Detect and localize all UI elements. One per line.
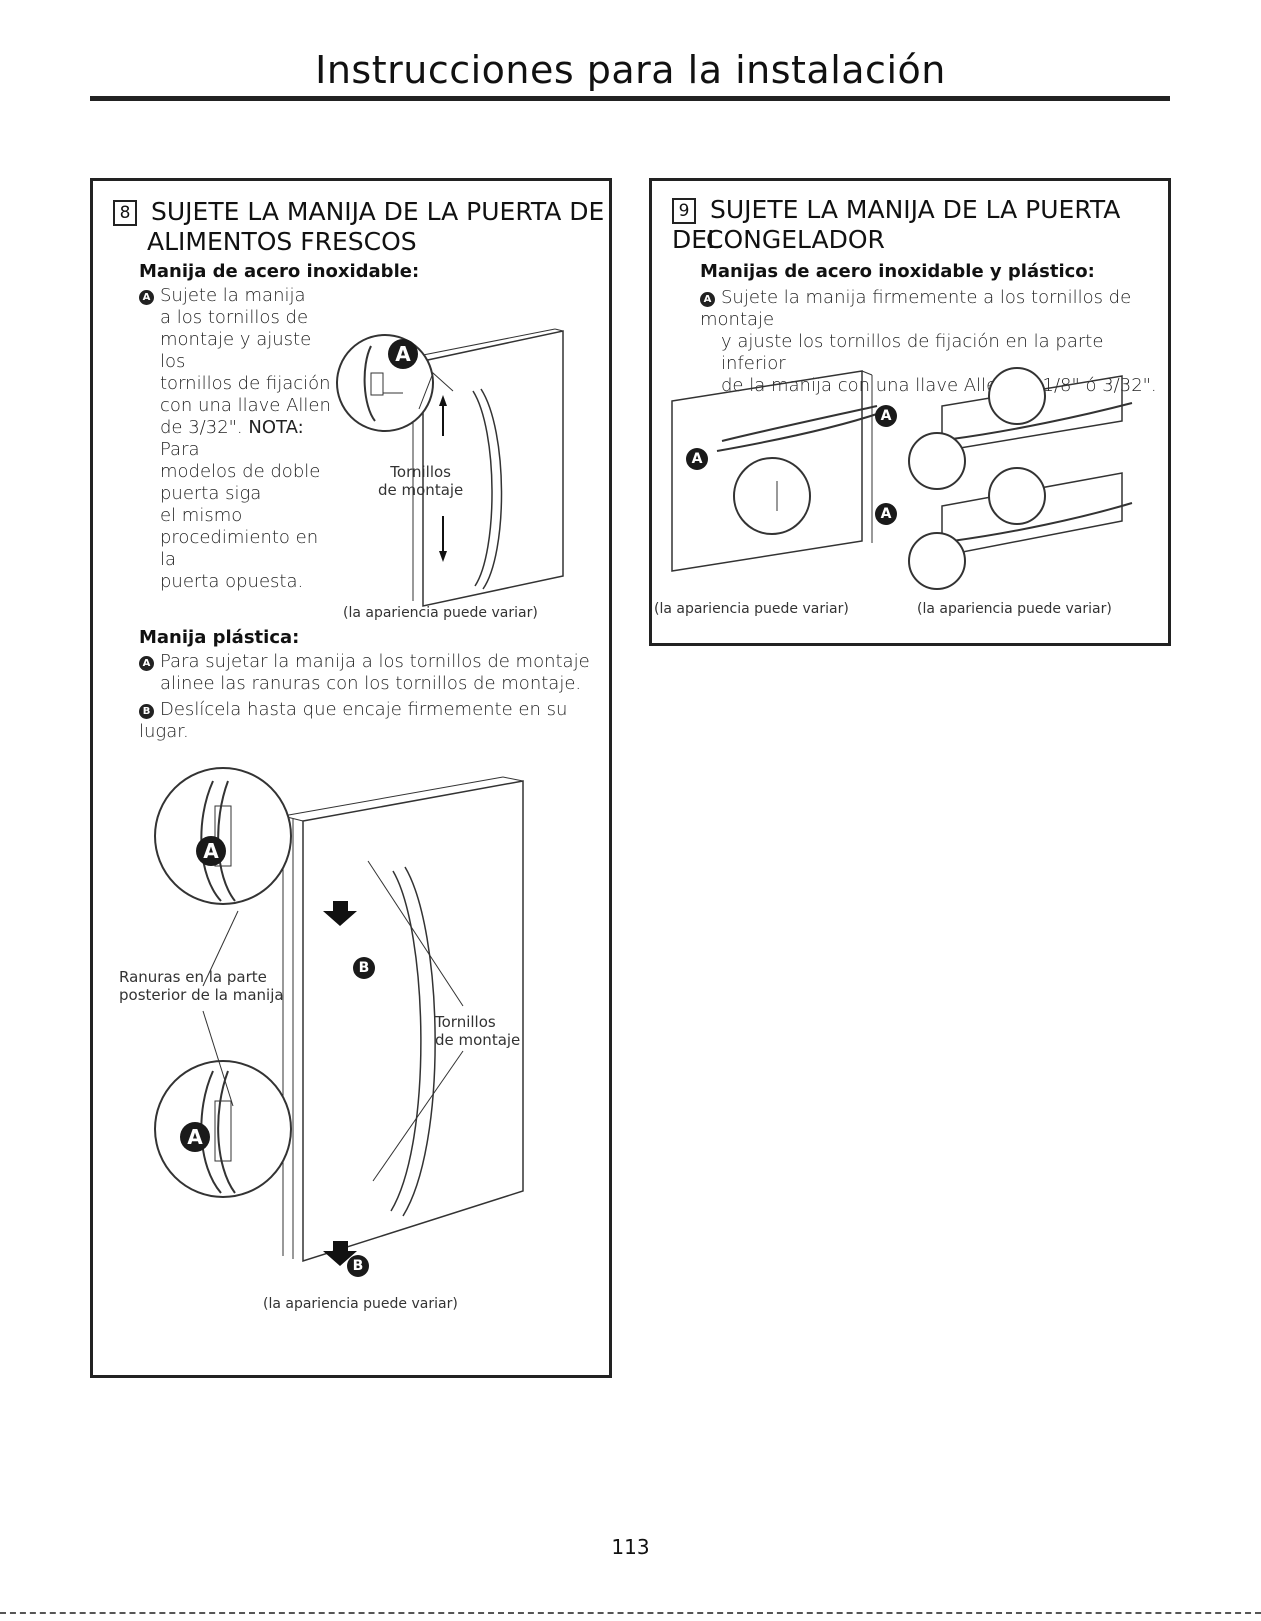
- step-9-subheading: Manijas de acero inoxidable y plástico:: [700, 261, 1095, 282]
- step-9-number: 9: [672, 198, 696, 224]
- step-8-number: 8: [113, 200, 137, 226]
- plastic-heading: Manija plástica:: [139, 627, 300, 648]
- footer-rule: [0, 1612, 1261, 1614]
- step-8-heading-line2: ALIMENTOS FRESCOS: [147, 227, 417, 256]
- figure-caption: (la apariencia puede variar): [263, 1296, 458, 1312]
- figure-caption: (la apariencia puede variar): [343, 605, 538, 621]
- badge-a: A: [196, 836, 226, 866]
- stainless-heading: Manija de acero inoxidable:: [139, 261, 420, 282]
- badge-a: A: [875, 405, 897, 427]
- page-number: 113: [611, 1535, 650, 1559]
- badge-a: A: [180, 1122, 210, 1152]
- badge-b: B: [139, 704, 154, 719]
- badge-a: A: [139, 290, 154, 305]
- step-9-heading-line2: CONGELADOR: [706, 225, 885, 254]
- page-title: Instrucciones para la instalación: [315, 48, 946, 92]
- figure-caption-right: (la apariencia puede variar): [917, 601, 1112, 617]
- title-rule: [90, 96, 1170, 101]
- figure-caption-left: (la apariencia puede variar): [654, 601, 849, 617]
- freezer-handle-illustration: [671, 367, 1133, 590]
- badge-a: A: [686, 448, 708, 470]
- badge-a: A: [139, 656, 154, 671]
- badge-b: B: [347, 1255, 369, 1277]
- badge-a: A: [700, 292, 715, 307]
- badge-a: A: [875, 503, 897, 525]
- badge-a: A: [388, 339, 418, 369]
- nota-label: NOTA:: [248, 417, 304, 438]
- badge-b: B: [353, 957, 375, 979]
- plastic-handle-illustration: [154, 767, 524, 1266]
